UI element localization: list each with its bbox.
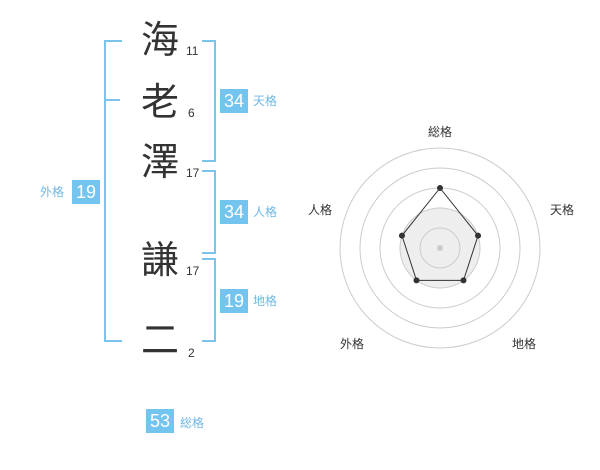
gaikaku-bracket <box>104 40 122 342</box>
radar-ring-2 <box>399 207 481 289</box>
jinkaku-value: 34 <box>220 200 248 224</box>
name-char-3: 澤 <box>140 140 179 184</box>
soukaku-label: 総格 <box>180 416 205 430</box>
radar-point-2 <box>475 232 482 239</box>
gaikaku-value: 19 <box>72 180 100 204</box>
tenkaku-bracket <box>202 40 216 162</box>
stroke-count-3: 17 <box>186 166 200 180</box>
radar-point-5 <box>398 232 405 239</box>
radar-label-gaikaku: 外格 <box>340 337 365 351</box>
chikaku-value: 19 <box>220 289 248 313</box>
name-char-4: 謙 <box>140 238 179 282</box>
radar-label-jinkaku: 人格 <box>308 203 333 217</box>
radar-ring-5 <box>339 147 541 349</box>
name-char-2: 老 <box>140 80 179 124</box>
stroke-count-2: 6 <box>188 106 195 120</box>
gaikaku-inner-tick <box>104 99 120 101</box>
stroke-count-5: 2 <box>188 346 195 360</box>
jinkaku-bracket <box>202 170 216 254</box>
tenkaku-value: 34 <box>220 89 248 113</box>
radar-ring-1 <box>419 227 461 269</box>
gaikaku-label: 外格 <box>40 185 65 199</box>
name-char-1: 海 <box>140 18 179 62</box>
radar-label-chikaku: 地格 <box>512 337 537 351</box>
stroke-count-1: 11 <box>186 44 199 58</box>
radar-label-soukaku: 総格 <box>428 125 453 139</box>
chikaku-label: 地格 <box>253 294 278 308</box>
radar-center-dot <box>437 245 443 251</box>
jinkaku-label: 人格 <box>253 205 278 219</box>
name-char-5: 二 <box>140 318 179 362</box>
chikaku-bracket <box>202 258 216 342</box>
tenkaku-label: 天格 <box>253 94 278 108</box>
radar-point-4 <box>413 277 420 284</box>
radar-polygon <box>401 187 479 281</box>
radar-ring-4 <box>359 167 521 329</box>
soukaku-value: 53 <box>146 409 174 433</box>
radar-point-3 <box>460 277 467 284</box>
radar-label-tenkaku: 天格 <box>550 203 575 217</box>
radar-point-1 <box>437 185 443 191</box>
stroke-count-4: 17 <box>186 264 200 278</box>
